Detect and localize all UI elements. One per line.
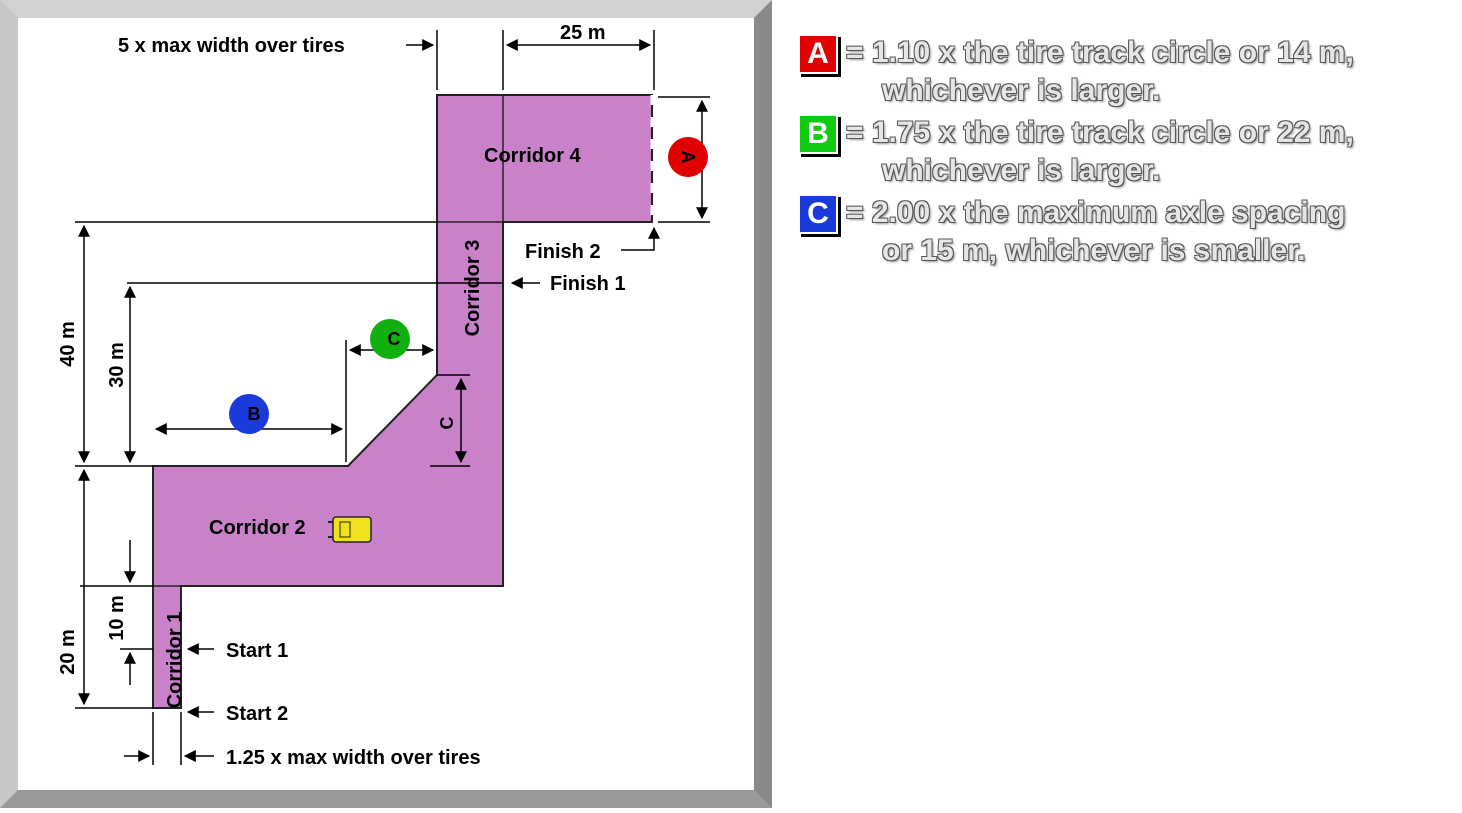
- marker-c-label: C: [388, 329, 401, 349]
- legend-badge-a: A: [798, 34, 838, 74]
- marker-b-circle: [229, 394, 269, 434]
- corridor-shape: [152, 94, 653, 709]
- legend-row-b: B = 1.75 x the tire track circle or 22 m…: [798, 114, 1448, 194]
- marker-c-circle: [370, 319, 410, 359]
- legend-badge-c: C: [798, 194, 838, 234]
- corridor-diagram: 5 x max width over tires 25 m A Corridor…: [0, 0, 772, 808]
- top-dim-left-label: 5 x max width over tires: [118, 35, 345, 57]
- legend-a-line1: = 1.10 x the tire track circle or 14 m,: [846, 36, 1354, 69]
- legend-a-line2: whichever is larger.: [882, 74, 1161, 107]
- dim-20-label: 20 m: [57, 629, 79, 675]
- marker-a-circle: [668, 137, 708, 177]
- legend-c-line2: or 15 m, whichever is smaller.: [882, 234, 1306, 267]
- legend-row-c: C = 2.00 x the maximum axle spacing or 1…: [798, 194, 1448, 274]
- legend-b-line1: = 1.75 x the tire track circle or 22 m,: [846, 116, 1354, 149]
- dim-40-label: 40 m: [57, 321, 79, 367]
- marker-b-label: B: [248, 404, 261, 424]
- start-2-label: Start 2: [226, 703, 288, 725]
- dim-10-label: 10 m: [106, 595, 128, 641]
- legend-b-line2: whichever is larger.: [882, 154, 1161, 187]
- corridor-4-label: Corridor 4: [484, 145, 582, 167]
- vehicle-icon: [328, 516, 372, 543]
- dim-30-label: 30 m: [106, 342, 128, 388]
- corridor-2-label: Corridor 2: [209, 517, 306, 539]
- legend-c-line1: = 2.00 x the maximum axle spacing: [846, 196, 1346, 229]
- bottom-dim-label: 1.25 x max width over tires: [226, 747, 481, 769]
- finish-1-label: Finish 1: [550, 273, 626, 295]
- corridor-3-label: Corridor 3: [462, 240, 484, 337]
- diagram-frame: 5 x max width over tires 25 m A Corridor…: [0, 0, 772, 808]
- legend-badge-b: B: [798, 114, 838, 154]
- marker-a-label: A: [678, 151, 698, 164]
- finish-2-label: Finish 2: [525, 241, 601, 263]
- legend-row-a: A = 1.10 x the tire track circle or 14 m…: [798, 34, 1448, 114]
- corridor-1-label: Corridor 1: [164, 612, 186, 709]
- legend: A = 1.10 x the tire track circle or 14 m…: [798, 34, 1448, 274]
- marker-c-vertical-label: C: [437, 417, 457, 430]
- start-1-label: Start 1: [226, 640, 288, 662]
- top-dim-right-label: 25 m: [560, 22, 606, 44]
